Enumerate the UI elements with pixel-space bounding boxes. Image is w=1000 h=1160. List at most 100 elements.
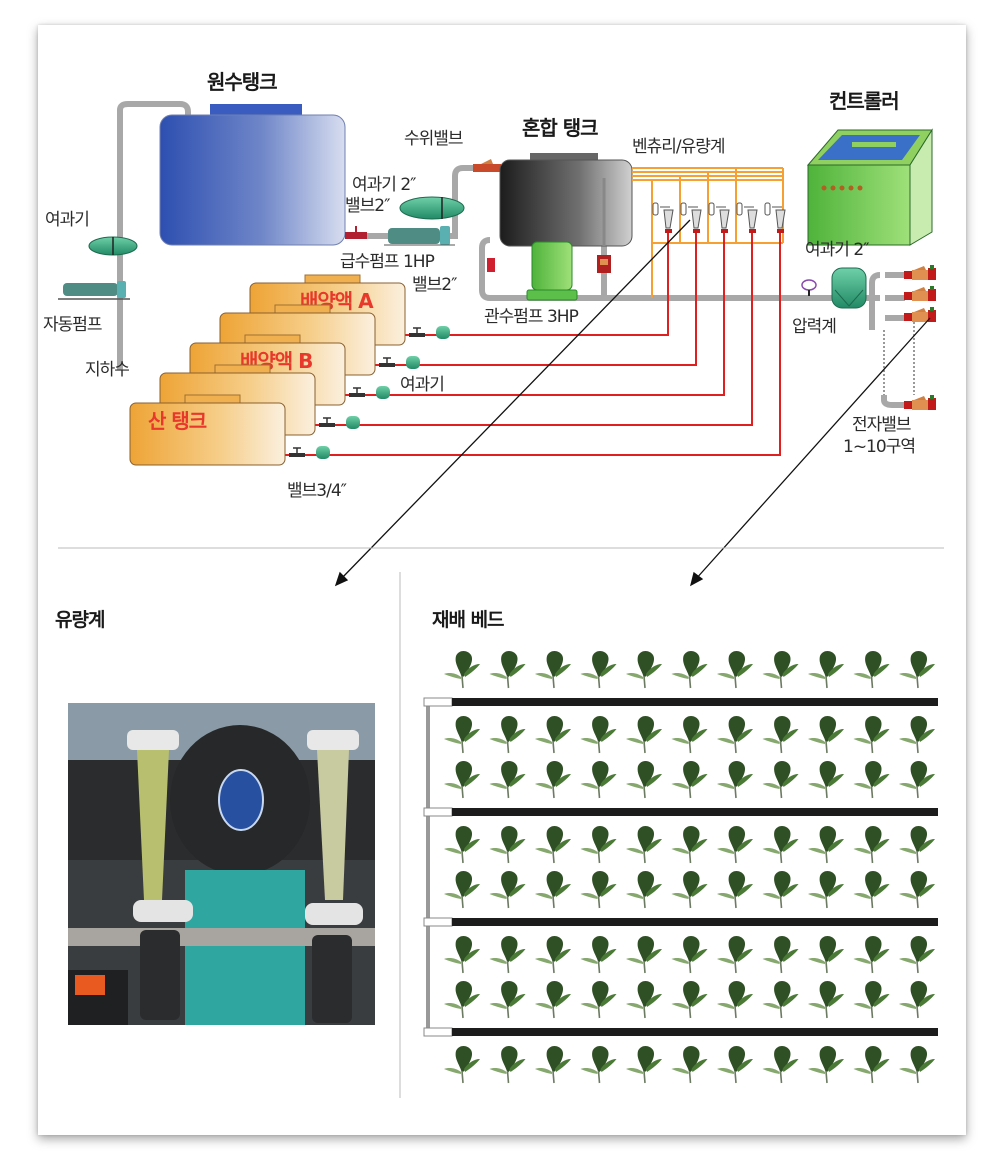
level-valve-label: 수위밸브: [404, 129, 463, 149]
supply-pump-icon: [384, 226, 455, 246]
venturi-flowmeter-icon: [736, 202, 758, 233]
plant-icon: [670, 935, 709, 974]
mixing-tank-label: 혼합 탱크: [522, 116, 598, 140]
plant-icon: [579, 825, 618, 864]
filter-label: 여과기: [45, 210, 89, 230]
red-feed-line: [375, 233, 697, 366]
valve-icon: [408, 327, 426, 338]
plant-icon: [807, 715, 845, 754]
valve-3-4-label: 밸브3/4″: [287, 481, 347, 501]
valve-2in-icon: [345, 226, 367, 239]
solenoid-valves: [904, 265, 936, 410]
filter-mid-label: 여과기: [400, 375, 444, 395]
drip-lines: [423, 697, 938, 1037]
filter-2in-icon: [399, 196, 465, 220]
plant-icon: [670, 825, 709, 864]
plant-icon: [807, 825, 845, 864]
plant-icon: [443, 760, 481, 799]
plant-icon: [898, 980, 936, 1019]
venturi-flowmeter-icon: [680, 202, 702, 233]
plant-icon: [807, 760, 845, 799]
plant-icon: [852, 715, 891, 754]
plant-icon: [852, 980, 891, 1019]
plant-icon: [625, 715, 663, 754]
groundwater-label: 지하수: [85, 360, 129, 380]
plant-icon: [716, 870, 754, 909]
plant-icon: [579, 715, 618, 754]
valve-icon: [318, 417, 336, 428]
valve-2in-bottom-icon: [487, 258, 495, 272]
plant-icon: [625, 1045, 663, 1084]
flowmeter-section-title: 유량계: [55, 609, 104, 631]
zones-label: 1~10구역: [843, 437, 915, 457]
plant-icon: [670, 760, 709, 799]
plant-icon: [852, 825, 891, 864]
plant-icon: [807, 870, 845, 909]
plant-icon: [534, 870, 572, 909]
plant-icon: [625, 870, 663, 909]
plant-icon: [898, 760, 936, 799]
plant-icon: [761, 980, 800, 1019]
callout-arrows: [334, 219, 931, 587]
plant-icon: [807, 1045, 845, 1084]
venturi-label: 벤츄리/유량계: [632, 137, 725, 157]
plant-icon: [443, 870, 481, 909]
plant-icon: [670, 980, 709, 1019]
venturi-flowmeter-icon: [764, 202, 786, 233]
plant-icon: [852, 1045, 891, 1084]
plant-icon: [488, 980, 527, 1019]
auto-pump-label: 자동펌프: [43, 315, 102, 335]
filter-2in-right-label: 여과기 2″: [805, 240, 869, 260]
red-feed-lines: [285, 233, 781, 456]
plant-icon: [716, 760, 754, 799]
bed-section-title: 재배 베드: [432, 609, 504, 631]
plant-icon: [443, 650, 481, 689]
plant-icon: [716, 1045, 754, 1084]
plant-icon: [625, 760, 663, 799]
solenoid-valve-icon: [904, 265, 936, 280]
orange-manifold: [632, 167, 784, 298]
plant-icon: [852, 870, 891, 909]
plant-icon: [625, 935, 663, 974]
plant-icon: [534, 1045, 572, 1084]
controller-label: 컨트롤러: [829, 89, 899, 113]
plant-icon: [761, 935, 800, 974]
plant-icon: [443, 715, 481, 754]
left-filter-icon: [88, 236, 138, 256]
plant-icon: [579, 760, 618, 799]
plant-icon: [807, 650, 845, 689]
plant-icon: [625, 825, 663, 864]
plant-icon: [443, 825, 481, 864]
plant-icon: [807, 980, 845, 1019]
filter-2in-right-icon: [831, 267, 867, 309]
plant-icon: [852, 650, 891, 689]
red-feed-line: [405, 233, 669, 336]
drip-line: [423, 917, 938, 927]
plant-icon: [579, 1045, 618, 1084]
plant-icon: [488, 1045, 527, 1084]
solenoid-valve-icon: [904, 307, 936, 322]
solenoid-valve-icon: [904, 286, 936, 301]
plant-icon: [761, 715, 800, 754]
plant-icon: [488, 760, 527, 799]
plant-icon: [579, 935, 618, 974]
controller-icon: [806, 128, 933, 246]
valve-icon: [378, 357, 396, 368]
nutrient-tank: 산 탱크: [129, 394, 330, 466]
plant-icon: [852, 935, 891, 974]
supply-pump-label: 급수펌프 1HP: [340, 252, 435, 272]
plant-icon: [534, 980, 572, 1019]
plant-icon: [488, 825, 527, 864]
small-filter-icon: [316, 446, 330, 459]
drip-line: [423, 697, 938, 707]
plant-icon: [852, 760, 891, 799]
plant-icon: [534, 650, 572, 689]
red-feed-line: [285, 233, 781, 456]
cultivation-bed: [423, 650, 938, 1084]
small-filter-icon: [376, 386, 390, 399]
level-valve-icon: [473, 159, 501, 172]
valve-icon: [288, 447, 306, 458]
plant-icon: [898, 1045, 936, 1084]
